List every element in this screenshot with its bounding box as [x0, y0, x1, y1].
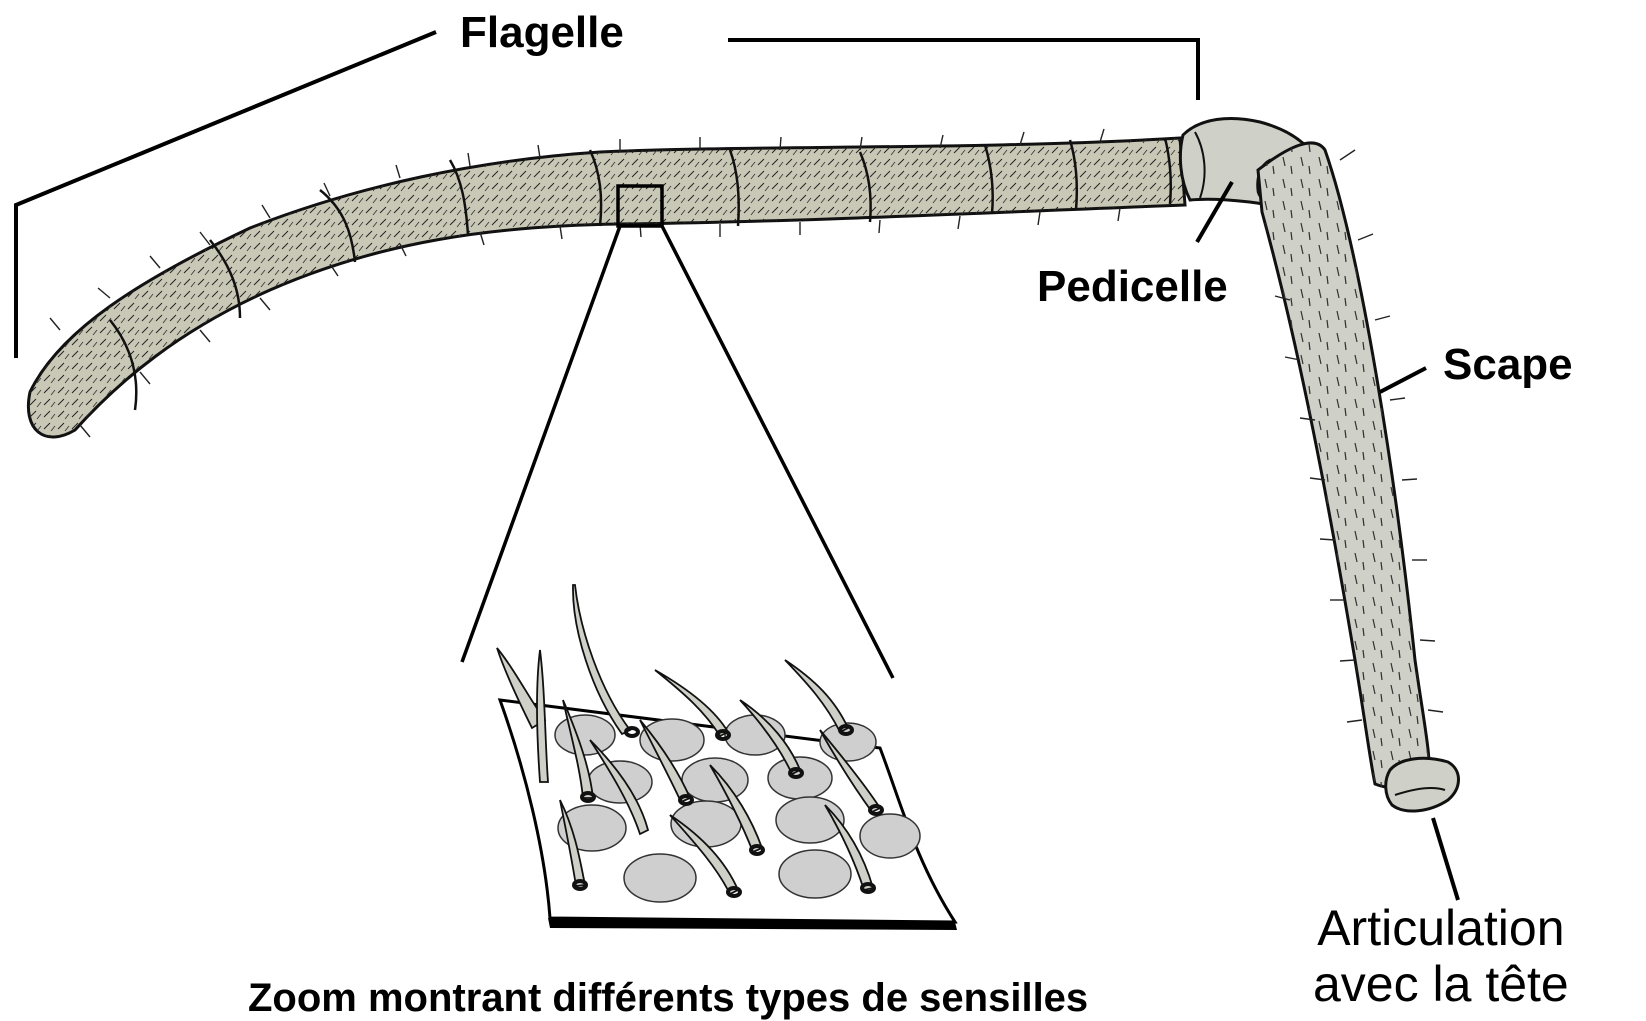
flagellum-label: Flagelle [460, 8, 624, 58]
scape [1258, 143, 1459, 900]
articulation-label: Articulation avec la tête [1313, 900, 1569, 1012]
articulation-label-line2: avec la tête [1313, 956, 1569, 1012]
articulation-leader [1433, 818, 1458, 900]
scape-leader [1380, 368, 1426, 392]
zoom-projection-lines [462, 226, 893, 678]
zoom-caption: Zoom montrant différents types de sensil… [248, 976, 1088, 1021]
pedicel-label: Pedicelle [1037, 262, 1228, 312]
scape-label: Scape [1443, 340, 1573, 390]
articulation-label-line1: Articulation [1313, 900, 1569, 956]
flagellum [28, 129, 1185, 437]
sensilla-zoom-inset [497, 585, 957, 930]
